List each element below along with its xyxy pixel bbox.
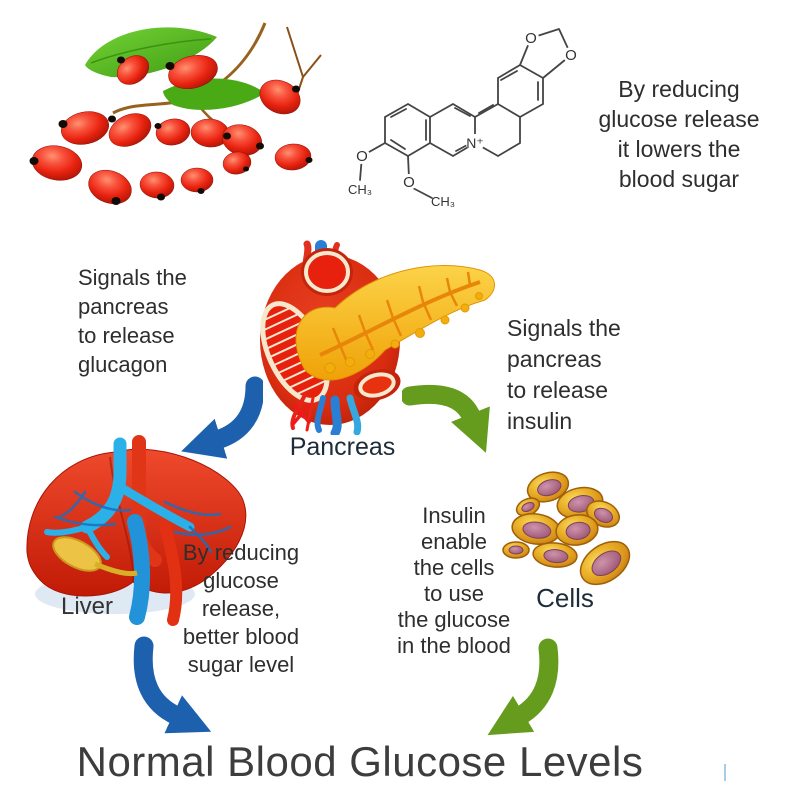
text-line: glucagon xyxy=(78,352,168,377)
text-line: Signals the xyxy=(507,315,621,341)
arrow-liver-down xyxy=(133,636,212,734)
text-line: blood sugar xyxy=(618,166,740,192)
oxygen-atom-label: O xyxy=(356,148,368,165)
text-line: pancreas xyxy=(78,294,169,319)
arrow-cells-down xyxy=(487,638,559,736)
duodenum-upper-section xyxy=(301,248,353,296)
text-line: to release xyxy=(507,377,609,403)
text-line: release, xyxy=(201,596,281,621)
text-line: glucose xyxy=(203,568,279,593)
oxygen-atom-label: O xyxy=(565,47,577,64)
methyl-group-label: CH₃ xyxy=(431,194,455,209)
text-line: sugar level xyxy=(187,652,295,677)
pancreas-gland xyxy=(295,265,495,381)
text-line: Signals the xyxy=(78,265,187,290)
bond-lines xyxy=(359,28,572,199)
oxygen-atom-label: O xyxy=(403,174,415,191)
liver-effect-note: By reducing glucose release, better bloo… xyxy=(160,539,322,679)
atom-labels: O O N⁺ O CH₃ O CH₃ xyxy=(348,30,577,209)
glucagon-signal-note: Signals the pancreas to release glucagon xyxy=(78,263,253,379)
text-line: in the blood xyxy=(397,633,511,658)
text-line: Insulin xyxy=(422,503,486,528)
berries xyxy=(31,54,312,205)
text-line: to use xyxy=(424,581,484,606)
text-line: it lowers the xyxy=(617,136,741,162)
pancreas-illustration xyxy=(255,240,495,435)
text-line: By reducing xyxy=(618,76,740,102)
text-line: to release xyxy=(78,323,175,348)
hepatic-vessels xyxy=(44,435,232,626)
text-line: insulin xyxy=(507,408,573,434)
text-line: By reducing xyxy=(182,540,300,565)
nitrogen-atom-label: N⁺ xyxy=(466,135,484,151)
text-line: glucose release xyxy=(598,106,760,132)
berberine-effect-note: By reducing glucose release it lowers th… xyxy=(570,74,788,194)
arrow-pancreas-to-liver xyxy=(181,376,263,459)
gallbladder xyxy=(52,536,138,577)
berberine-structure: O O N⁺ O CH₃ O CH₃ xyxy=(348,28,579,209)
pancreas-label: Pancreas xyxy=(289,433,396,461)
cell-cluster xyxy=(502,471,631,586)
page-title: Normal Blood Glucose Levels xyxy=(76,738,644,785)
barberries-illustration xyxy=(29,22,322,205)
text-line: enable xyxy=(420,529,488,554)
cells-effect-note: Insulin enable the cells to use the gluc… xyxy=(378,503,530,659)
text-line: the cells xyxy=(413,555,495,580)
liver-illustration xyxy=(26,435,247,626)
lobule-bumps xyxy=(324,292,483,374)
liver-label: Liver xyxy=(60,593,114,620)
stray-mark xyxy=(724,764,726,781)
text-line: pancreas xyxy=(507,346,602,372)
cells-label: Cells xyxy=(536,583,594,613)
cells-illustration xyxy=(502,471,631,586)
berry-tips xyxy=(29,56,313,205)
duodenum-lower-section xyxy=(353,369,401,401)
pancreatic-duct-branches xyxy=(331,271,472,363)
insulin-signal-note: Signals the pancreas to release insulin xyxy=(507,313,682,437)
vessels-bottom xyxy=(290,393,362,435)
text-line: better blood xyxy=(182,624,300,649)
arrow-pancreas-to-cells xyxy=(402,384,490,453)
atom-label-masks xyxy=(354,30,579,190)
text-line: the glucose xyxy=(397,607,511,632)
oxygen-atom-label: O xyxy=(525,30,537,47)
methyl-group-label: CH₃ xyxy=(348,182,372,197)
